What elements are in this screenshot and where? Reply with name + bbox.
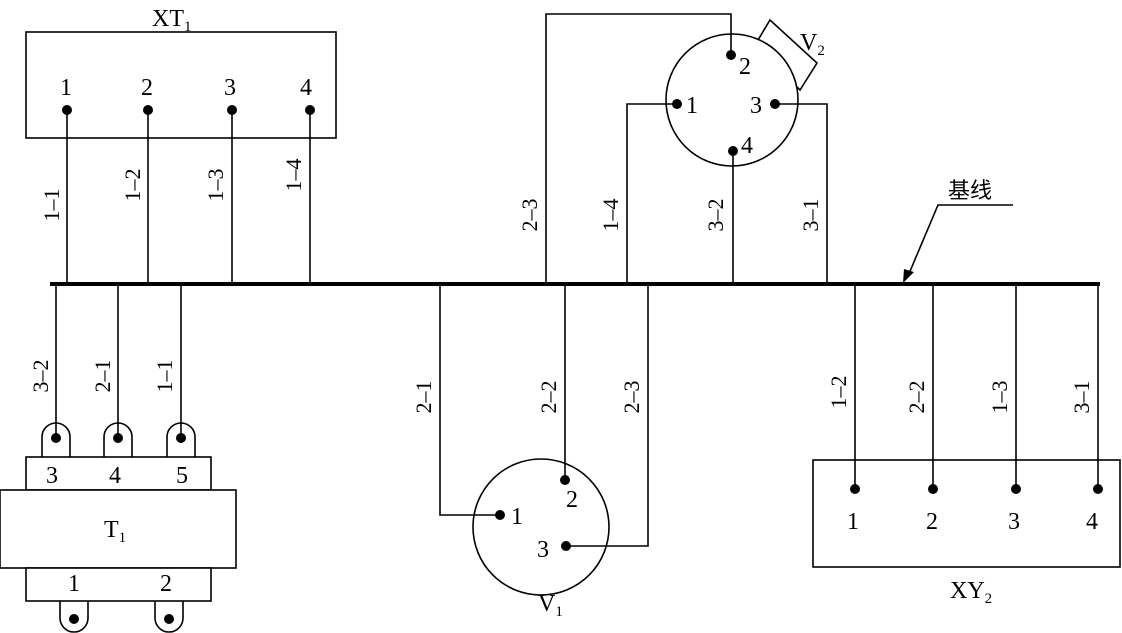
t1-label: T1	[104, 517, 126, 546]
v1-body	[472, 458, 610, 596]
baseline-leader	[907, 204, 1013, 277]
t1-top-strip	[25, 456, 212, 491]
xy2-wire-2-label: 2–2	[904, 381, 929, 414]
v2-wire-pin2	[545, 13, 732, 284]
v1-wire-pin2-label: 2–2	[536, 381, 561, 414]
v1-label: V1	[538, 591, 563, 620]
xy2-box	[812, 459, 1121, 568]
xy2-terminal-1-label: 1	[847, 509, 859, 535]
baseline-arrowhead	[903, 269, 914, 283]
v1-pin-3-label: 3	[537, 537, 549, 563]
xt1-label: XT1	[152, 6, 192, 35]
xy2-terminal-2-label: 2	[926, 509, 938, 535]
xy2-terminal-3-label: 3	[1008, 509, 1020, 535]
v1-wire-pin1-label: 2–1	[411, 381, 436, 414]
xt1-terminal-2-label: 2	[141, 75, 153, 101]
xt1-wire-3-label: 1–3	[203, 169, 228, 202]
t1-wire-5-label: 1–1	[152, 360, 177, 393]
xy2-block: 1 2 3 4 XY2	[812, 459, 1121, 607]
t1-bottom-lug-1	[59, 601, 89, 633]
t1-transformer: 3 4 5 T1 1 2	[0, 422, 237, 633]
xt1-wire-1-label: 1–1	[39, 189, 64, 222]
t1-top-terminal-4-label: 4	[109, 463, 121, 489]
t1-bottom-terminal-1-label: 1	[68, 571, 80, 597]
xt1-box	[25, 31, 337, 139]
t1-bottom-lug-1-dot	[69, 614, 79, 624]
v2-wire-pin3-label: 3–1	[798, 199, 823, 232]
v2-wire-pin3	[775, 103, 828, 284]
xy2-wire-4-label: 3–1	[1069, 381, 1094, 414]
xt1-terminal-1-label: 1	[60, 75, 72, 101]
t1-top-terminal-5-label: 5	[176, 463, 188, 489]
v2-wire-pin2-label: 2–3	[517, 199, 542, 232]
v2-pin-4-label: 4	[741, 133, 753, 159]
xt1-terminal-3-label: 3	[224, 75, 236, 101]
v2-socket: V2 1 2 3 4	[665, 18, 825, 167]
t1-bottom-terminal-2-label: 2	[160, 571, 172, 597]
t1-bottom-lug-2-dot	[164, 614, 174, 624]
t1-bottom-lug-2	[154, 601, 184, 633]
xt1-block: XT1 1 2 3 4	[25, 6, 337, 139]
v2-wire-pin4-label: 3–2	[703, 199, 728, 232]
v1-pin-1-label: 1	[511, 504, 523, 530]
xy2-terminal-4-label: 4	[1086, 509, 1098, 535]
t1-bottom-strip	[25, 567, 212, 602]
xy2-wire-1-label: 1–2	[826, 376, 851, 409]
v1-wire-pin3	[566, 284, 649, 547]
baseline-label: 基线	[948, 179, 992, 204]
v2-pin-1-label: 1	[686, 93, 698, 119]
xt1-terminal-4-label: 4	[300, 75, 312, 101]
v2-wire-pin1	[626, 103, 677, 284]
xt1-wire-4-label: 1–4	[281, 159, 306, 192]
v2-pin-2-label: 2	[739, 54, 751, 80]
t1-top-terminal-3-label: 3	[46, 463, 58, 489]
v1-wire-pin3-label: 2–3	[619, 381, 644, 414]
xy2-wire-3-label: 1–3	[987, 381, 1012, 414]
t1-wire-3-label: 3–2	[28, 360, 53, 393]
v1-wire-pin1	[439, 284, 500, 516]
xt1-wire-2-label: 1–2	[120, 169, 145, 202]
v2-label: V2	[800, 30, 825, 59]
v2-body	[665, 33, 799, 167]
t1-core	[0, 489, 237, 569]
t1-wire-4-label: 2–1	[90, 360, 115, 393]
v2-pin-3-label: 3	[750, 93, 762, 119]
v1-socket: 1 2 3 V1	[472, 458, 610, 620]
v1-pin-2-label: 2	[566, 487, 578, 513]
xy2-label: XY2	[950, 578, 992, 607]
v2-wire-pin1-label: 1–4	[598, 199, 623, 232]
